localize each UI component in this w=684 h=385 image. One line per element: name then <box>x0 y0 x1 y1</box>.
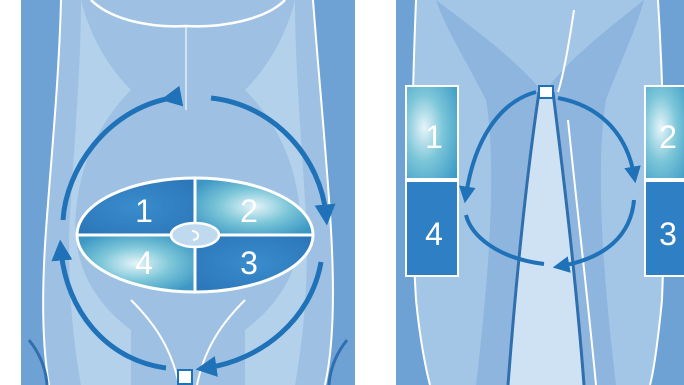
abdomen-zone-1-label: 1 <box>135 193 153 229</box>
thigh-illustration: 1 4 2 3 <box>396 0 684 385</box>
abdomen-zone-2-label: 2 <box>240 193 258 229</box>
thigh-zone-4-label: 4 <box>425 216 443 252</box>
thigh-diagram: 1 4 2 3 <box>396 0 684 385</box>
abdomen-zone-4-label: 4 <box>135 245 153 281</box>
navel-icon <box>171 223 219 247</box>
thigh-zone-2-label: 2 <box>659 119 677 155</box>
abdomen-diagram: 1 2 3 4 <box>21 0 355 385</box>
right-thigh-zones: 2 3 <box>645 86 684 276</box>
abdomen-zone-3-label: 3 <box>240 245 258 281</box>
left-thigh-zones: 1 4 <box>406 86 458 276</box>
abdomen-zones: 1 2 3 4 <box>77 178 313 292</box>
thigh-zone-3-label: 3 <box>659 216 677 252</box>
thigh-zone-1-label: 1 <box>425 119 443 155</box>
start-marker <box>178 370 192 384</box>
start-marker <box>539 86 553 98</box>
abdomen-illustration: 1 2 3 4 <box>21 0 355 385</box>
